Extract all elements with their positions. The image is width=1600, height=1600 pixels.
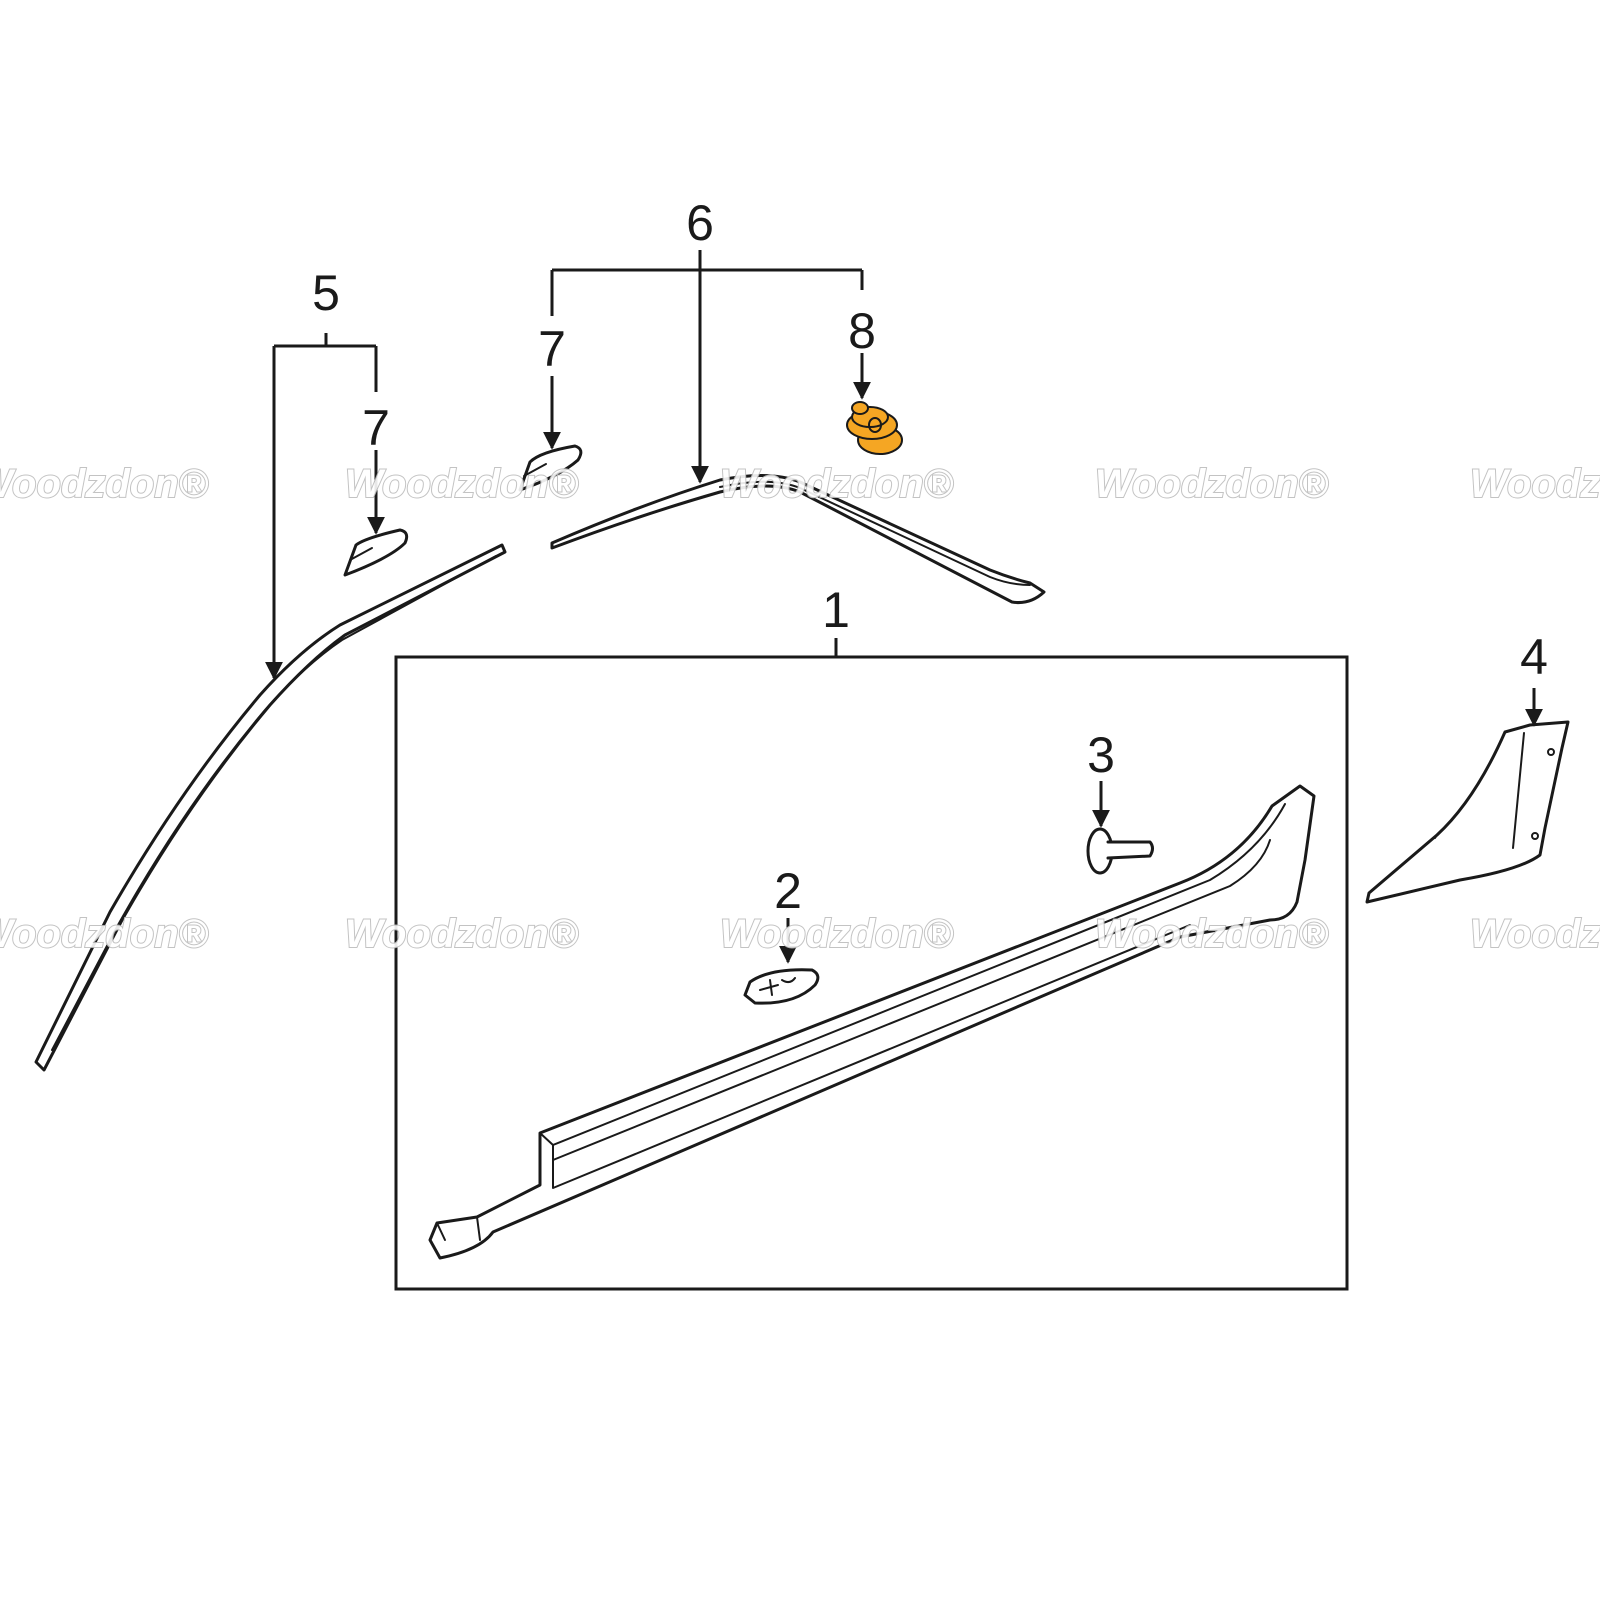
watermark: Woodzdon® — [0, 912, 209, 956]
watermark: Woodzdon® — [1095, 912, 1329, 956]
watermark: Woodzdon® — [1095, 462, 1329, 506]
part-3-push-clip — [1086, 827, 1154, 875]
watermark: Woodzdon® — [1470, 462, 1600, 506]
watermark: Woodzdon® — [0, 462, 209, 506]
watermark: Woodzdon® — [720, 912, 954, 956]
watermark: Woodzdon® — [345, 912, 579, 956]
part-8-clip-highlighted — [846, 401, 903, 455]
callout-5: 5 — [312, 265, 340, 321]
part-7-clip-left — [343, 528, 409, 577]
leader-lines — [274, 250, 1543, 964]
callout-7-center: 7 — [538, 321, 566, 377]
part-1-rocker-panel — [428, 784, 1316, 1260]
part-7-clip-center — [518, 444, 583, 492]
watermark: Woodzdon® — [345, 462, 579, 506]
watermarks: Woodzdon® Woodzdon® Woodzdon® Woodzdon® … — [0, 461, 1600, 957]
callout-1: 1 — [822, 582, 850, 638]
callout-8: 8 — [848, 303, 876, 359]
callout-4: 4 — [1520, 629, 1548, 685]
watermark: Woodzdon® — [1470, 912, 1600, 956]
callout-3: 3 — [1087, 727, 1115, 783]
callout-7-left: 7 — [362, 400, 390, 456]
part-5-roof-molding — [34, 543, 507, 1072]
part-2-clip — [743, 968, 820, 1005]
part-1-group-box — [394, 655, 1349, 1291]
part-4-splash-guard — [1365, 720, 1570, 904]
callout-2: 2 — [774, 863, 802, 919]
callout-6: 6 — [686, 195, 714, 251]
watermark: Woodzdon® — [720, 462, 954, 506]
